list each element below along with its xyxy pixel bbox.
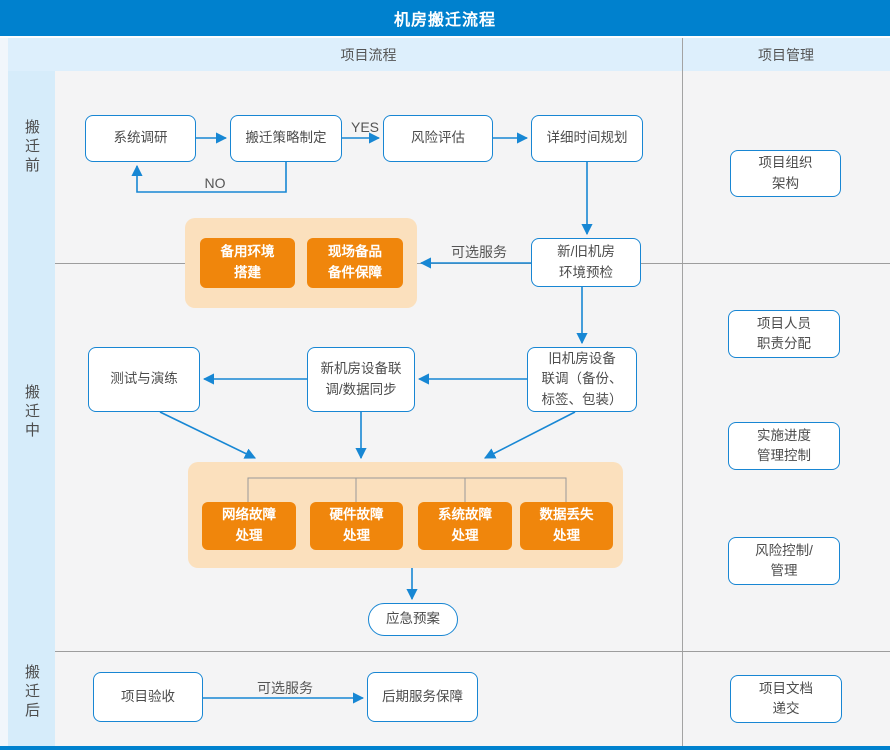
node-spare-parts: 现场备品 备件保障 [307,238,403,288]
node-backup-env: 备用环境 搭建 [200,238,295,288]
left-edge [0,38,8,746]
node-risk-assessment: 风险评估 [383,115,493,162]
node-hardware-fault: 硬件故障 处理 [310,502,403,550]
edge-label-optional-bottom: 可选服务 [257,680,313,696]
node-time-planning: 详细时间规划 [531,115,643,162]
node-old-room-debug: 旧机房设备 联调（备份、 标签、包装） [527,347,637,412]
node-network-fault: 网络故障 处理 [202,502,296,550]
edge-label-no: NO [204,175,226,191]
node-post-service: 后期服务保障 [367,672,478,722]
node-test-drill: 测试与演练 [88,347,200,412]
phase-label-after: 搬迁后 [23,663,40,721]
node-system-survey: 系统调研 [85,115,196,162]
node-project-acceptance: 项目验收 [93,672,203,722]
column-header-band [0,38,890,71]
node-staff-duty: 项目人员 职责分配 [728,310,840,358]
bottom-bar [0,746,890,750]
node-emergency-plan: 应急预案 [368,603,458,636]
phase-label-before: 搬迁前 [23,118,40,176]
node-relocation-strategy: 搬迁策略制定 [230,115,342,162]
node-risk-control: 风险控制/ 管理 [728,537,840,585]
node-system-fault: 系统故障 处理 [418,502,512,550]
header-divider [0,36,890,38]
node-data-loss: 数据丢失 处理 [520,502,613,550]
node-progress-control: 实施进度 管理控制 [728,422,840,470]
node-org-structure: 项目组织 架构 [730,150,841,197]
phase-strip [8,71,55,746]
column-header-management: 项目管理 [758,46,814,63]
node-env-precheck: 新/旧机房 环境预检 [531,238,641,287]
node-new-room-debug: 新机房设备联 调/数据同步 [307,347,415,412]
node-doc-submit: 项目文档 递交 [730,675,842,723]
column-divider [682,38,683,746]
section-separator-1 [55,263,890,264]
section-separator-2 [55,651,890,652]
phase-label-during: 搬迁中 [23,383,40,441]
column-header-process: 项目流程 [340,46,397,63]
edge-label-optional-top: 可选服务 [451,244,507,260]
page-title: 机房搬迁流程 [0,0,890,36]
edge-label-yes: YES [350,119,379,135]
